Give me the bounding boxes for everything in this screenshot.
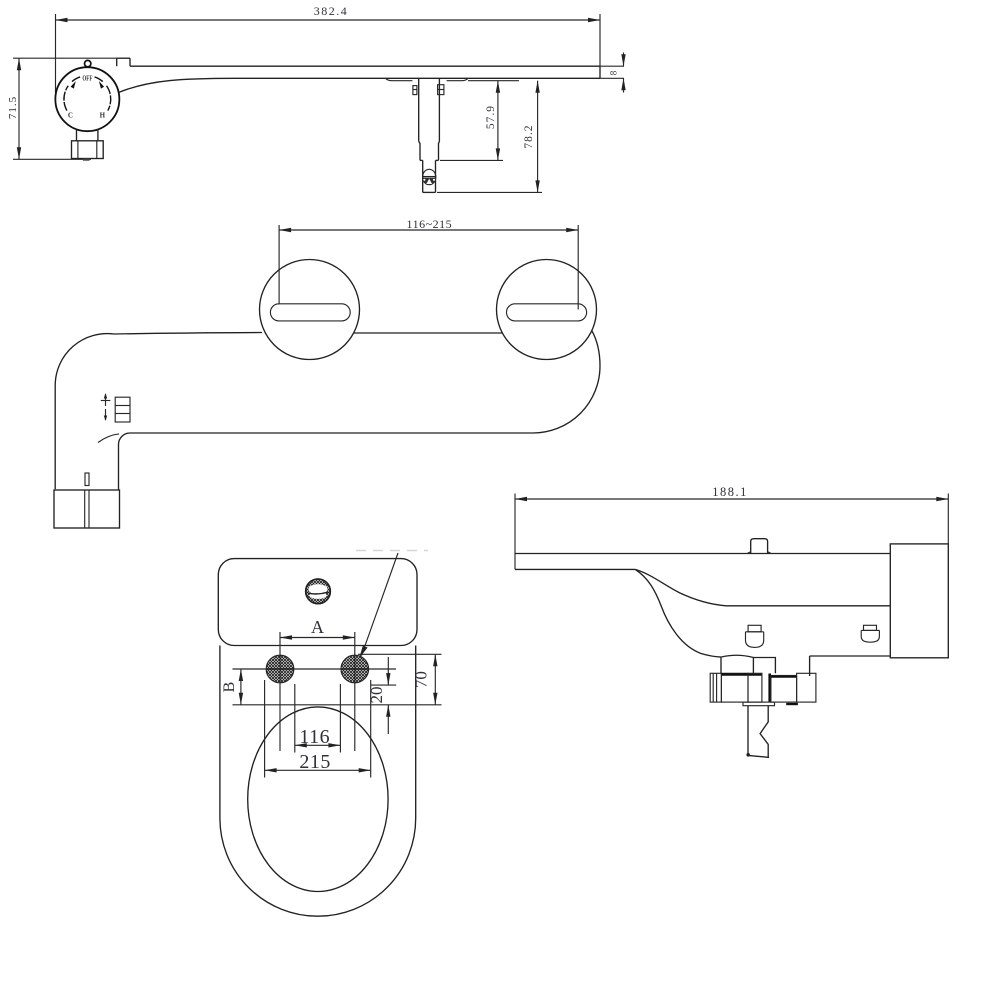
svg-text:215: 215 bbox=[299, 751, 331, 773]
svg-text:OFF: OFF bbox=[82, 74, 92, 83]
svg-text:116~215: 116~215 bbox=[407, 217, 453, 231]
svg-text:A: A bbox=[311, 617, 324, 637]
svg-text:71.5: 71.5 bbox=[7, 96, 19, 119]
svg-text:78.2: 78.2 bbox=[523, 124, 535, 148]
svg-text:188.1: 188.1 bbox=[712, 485, 748, 499]
svg-text:382.4: 382.4 bbox=[314, 4, 349, 18]
svg-text:20: 20 bbox=[367, 687, 386, 704]
svg-text:57.9: 57.9 bbox=[485, 105, 497, 129]
svg-text:B: B bbox=[221, 682, 238, 693]
svg-text:70: 70 bbox=[412, 671, 431, 688]
svg-text:116: 116 bbox=[299, 726, 330, 748]
svg-text:C: C bbox=[68, 111, 73, 119]
svg-text:H: H bbox=[100, 111, 106, 119]
svg-text:8: 8 bbox=[609, 70, 619, 75]
